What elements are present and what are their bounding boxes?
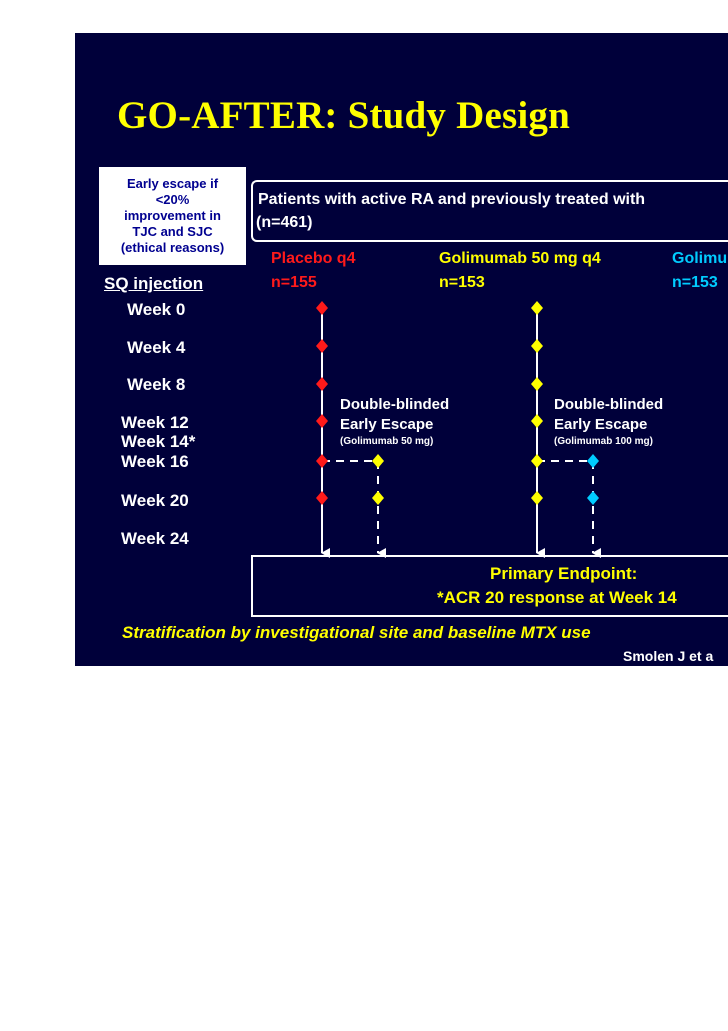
golimumab-50-dose-marker [531, 414, 543, 428]
placebo-dose-marker [316, 454, 328, 468]
arm-golimumab-50-n: n=153 [439, 274, 485, 291]
early-escape-criteria-box: Early escape if <20% improvement in TJC … [99, 167, 246, 265]
escape-criteria-line: improvement in [124, 208, 221, 223]
early-escape-label: Early Escape [554, 416, 648, 433]
arm-placebo-n: n=155 [271, 274, 317, 291]
slide-title: GO-AFTER: Study Design [117, 94, 570, 137]
primary-endpoint-subtitle: *ACR 20 response at Week 14 [437, 588, 677, 607]
early-escape-dose: (Golimumab 100 mg) [554, 436, 653, 447]
primary-endpoint-box [251, 555, 728, 617]
week-label: Week 12 [121, 413, 189, 432]
placebo-escape-dose-marker [372, 454, 384, 468]
placebo-dose-marker [316, 339, 328, 353]
arm-golimumab-100-name: Golimu [672, 250, 728, 267]
sq-injection-header: SQ injection [104, 274, 204, 293]
escape-criteria-line: Early escape if [126, 176, 219, 191]
golimumab-50-dose-marker [531, 491, 543, 505]
week-label: Week 20 [121, 491, 189, 510]
golimumab-50-escape-dose-marker [587, 454, 599, 468]
week-label: Week 4 [127, 338, 186, 357]
arm-golimumab-100-n: n=153 [672, 274, 718, 291]
citation: Smolen J et a [623, 648, 714, 664]
primary-endpoint-title: Primary Endpoint: [490, 564, 638, 583]
stratification-note: Stratification by investigational site a… [122, 623, 591, 642]
placebo-dose-marker [316, 491, 328, 505]
week-label: Week 8 [127, 375, 186, 394]
escape-criteria-line: TJC and SJC [132, 224, 213, 239]
early-escape-label: Early Escape [340, 416, 434, 433]
early-escape-label: Double-blinded [340, 396, 450, 413]
golimumab-50-dose-marker [531, 454, 543, 468]
patients-description: Patients with active RA and previously t… [258, 191, 646, 208]
placebo-dose-marker [316, 301, 328, 315]
week-label-highlight: Week 24 [121, 529, 189, 548]
escape-criteria-line: <20% [155, 192, 190, 207]
patients-count: (n=461) [256, 214, 313, 231]
golimumab-50-dose-marker [531, 301, 543, 315]
escape-criteria-line: (ethical reasons) [120, 240, 225, 255]
patients-box [251, 180, 728, 242]
early-escape-dose: (Golimumab 50 mg) [340, 436, 434, 447]
study-flow-diagram [316, 301, 601, 558]
golimumab-50-escape-dose-marker [587, 491, 599, 505]
week-label-highlight: Week 14* [121, 432, 196, 451]
slide: GO-AFTER: Study Design Early escape if <… [75, 33, 728, 666]
golimumab-50-dose-marker [531, 339, 543, 353]
placebo-escape-dose-marker [372, 491, 384, 505]
placebo-dose-marker [316, 414, 328, 428]
arm-placebo-name: Placebo q4 [271, 250, 356, 267]
early-escape-label: Double-blinded [554, 396, 664, 413]
placebo-dose-marker [316, 377, 328, 391]
week-label: Week 16 [121, 452, 189, 471]
week-label: Week 0 [127, 300, 186, 319]
golimumab-50-dose-marker [531, 377, 543, 391]
arm-golimumab-50-name: Golimumab 50 mg q4 [439, 250, 601, 267]
